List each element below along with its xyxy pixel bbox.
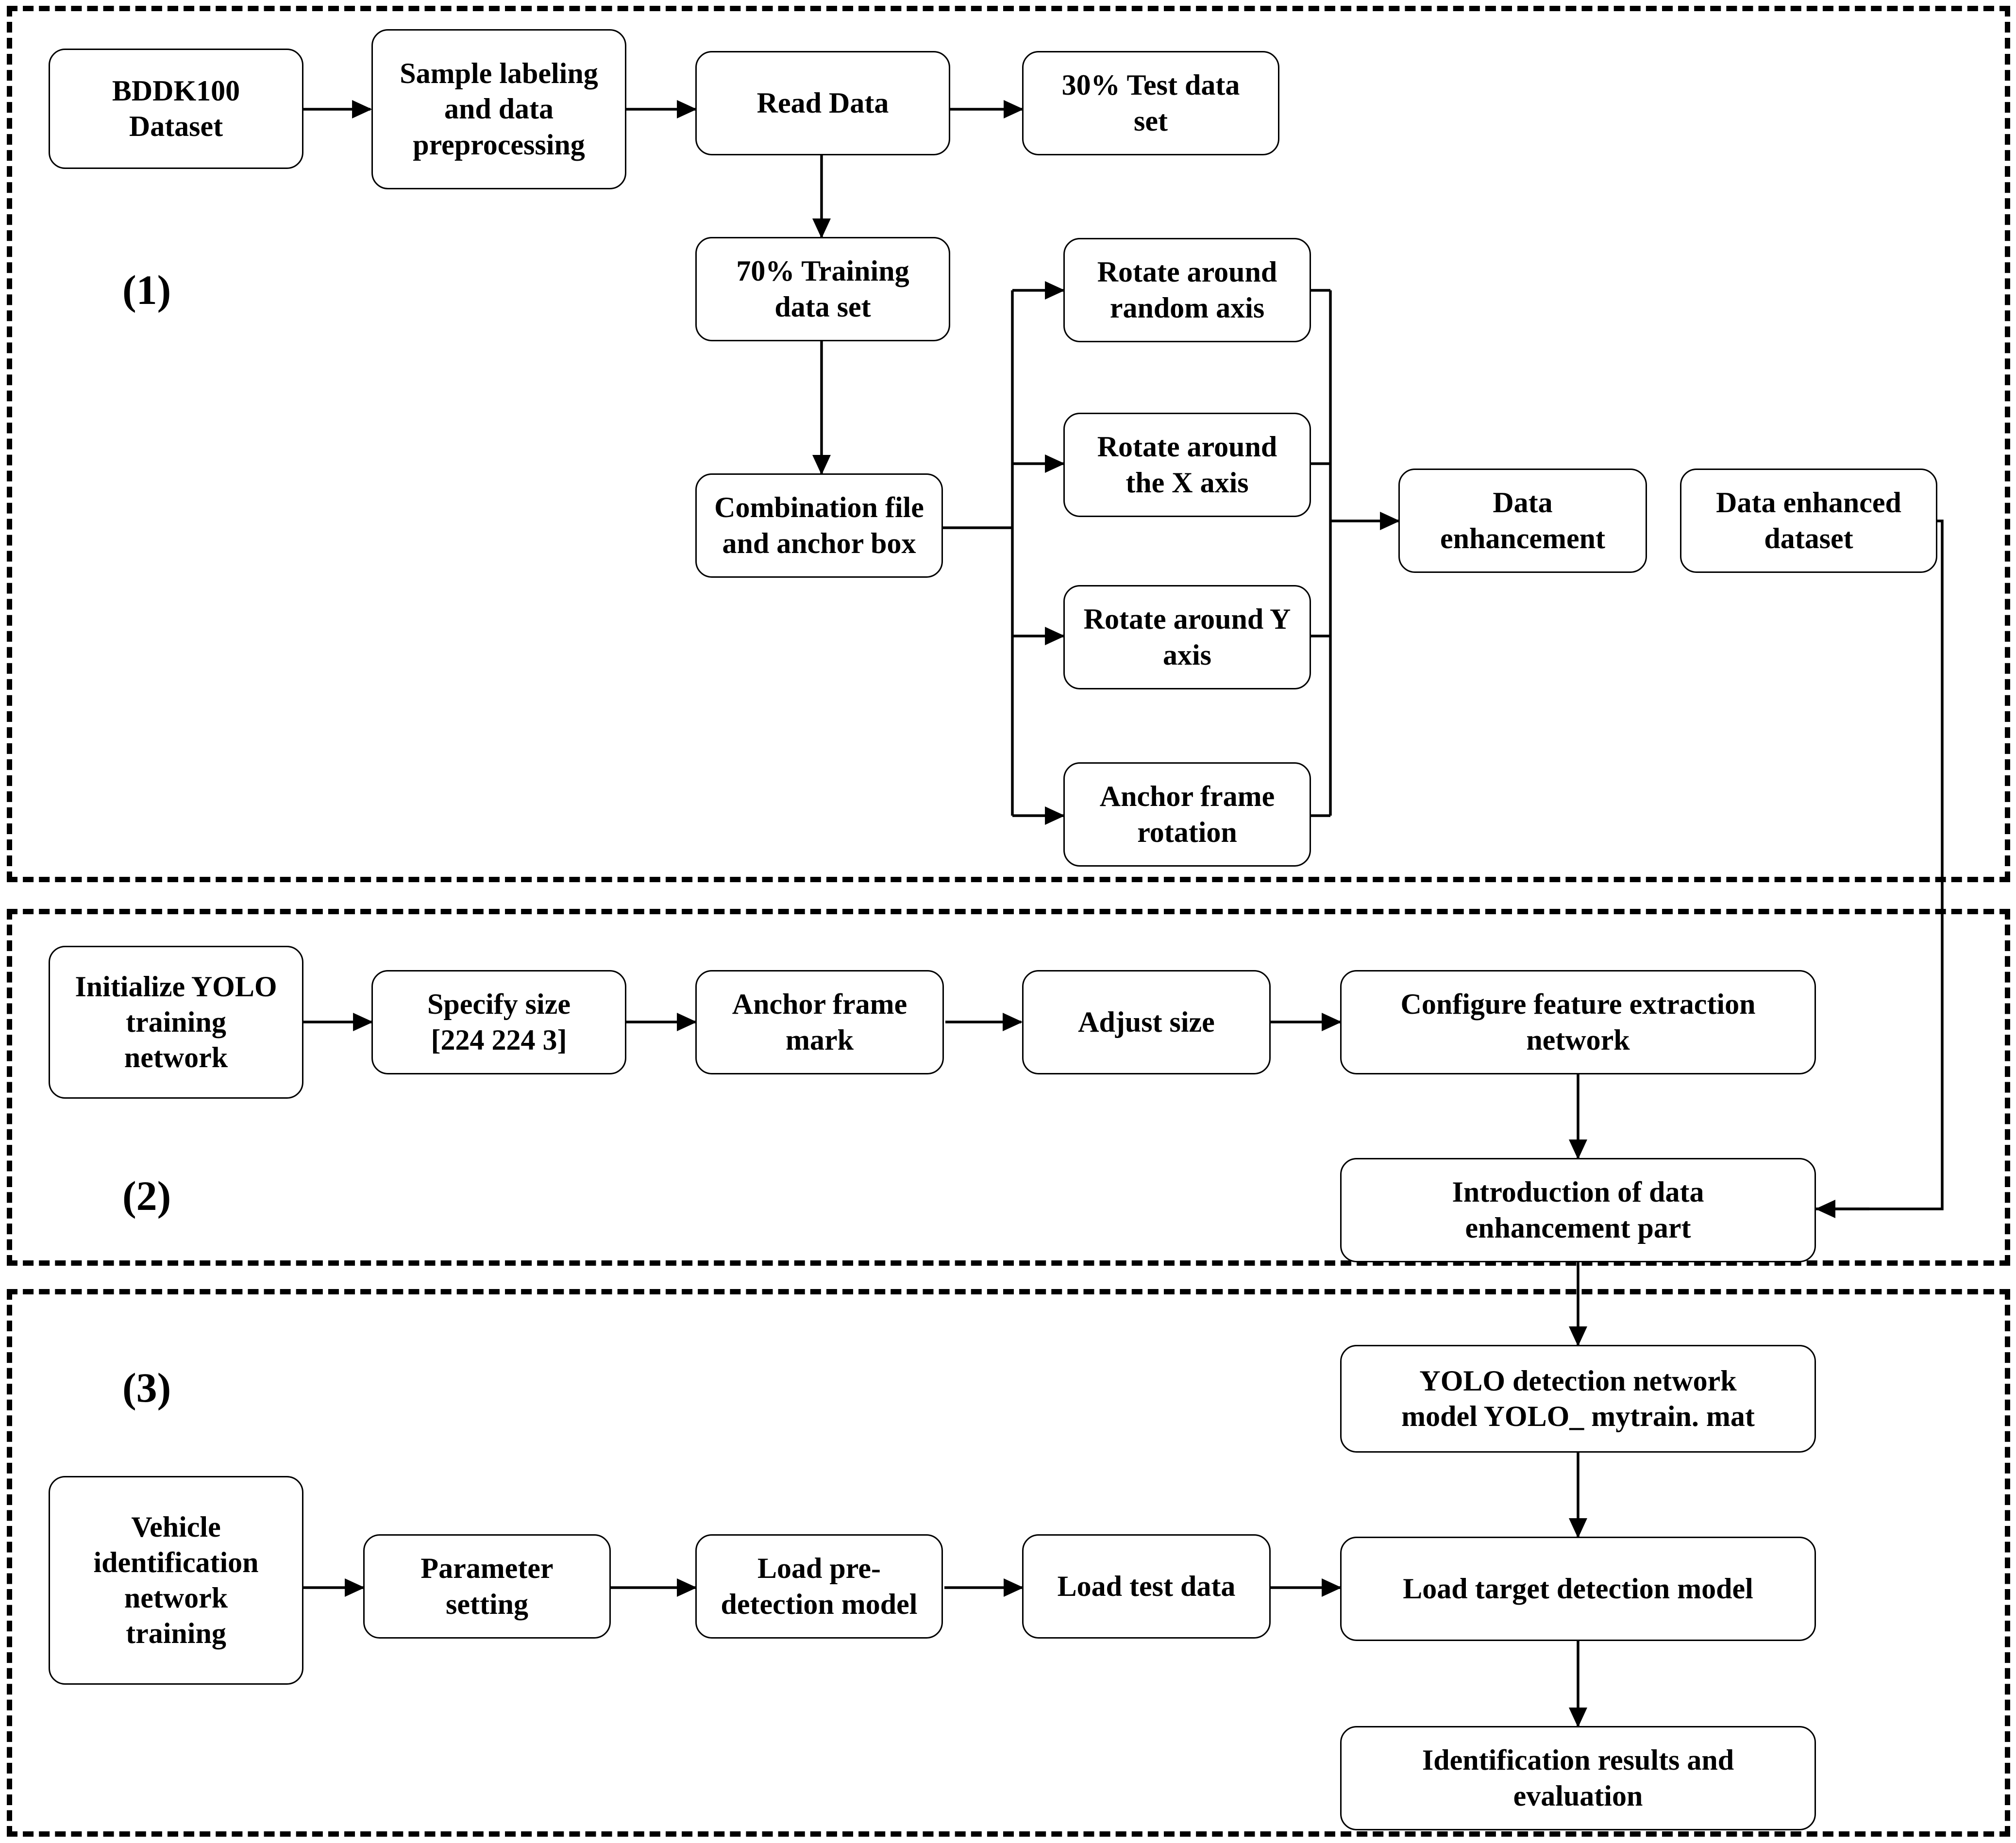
- node-load-pre-detection[interactable]: Load pre-detection model: [695, 1534, 943, 1639]
- node-load-target-model[interactable]: Load target detection model: [1340, 1537, 1816, 1641]
- node-specify-size-label: Specify size[224 224 3]: [427, 988, 571, 1056]
- node-adjust-size[interactable]: Adjust size: [1022, 970, 1271, 1074]
- node-specify-size[interactable]: Specify size[224 224 3]: [371, 970, 626, 1074]
- section-3-label: (3): [122, 1364, 171, 1411]
- node-read-data-label: Read Data: [756, 86, 889, 119]
- section-1-frame: [7, 6, 2010, 882]
- section-2-label: (2): [122, 1173, 171, 1219]
- section-1-label: (1): [122, 267, 171, 313]
- node-load-test-data[interactable]: Load test data: [1022, 1534, 1271, 1639]
- node-adjust-size-label: Adjust size: [1078, 1005, 1215, 1038]
- node-read-data[interactable]: Read Data: [695, 51, 950, 155]
- node-load-pre-detection-label: Load pre-detection model: [721, 1552, 918, 1620]
- node-load-test-data-label: Load test data: [1057, 1570, 1236, 1602]
- node-load-target-model-label: Load target detection model: [1403, 1572, 1753, 1605]
